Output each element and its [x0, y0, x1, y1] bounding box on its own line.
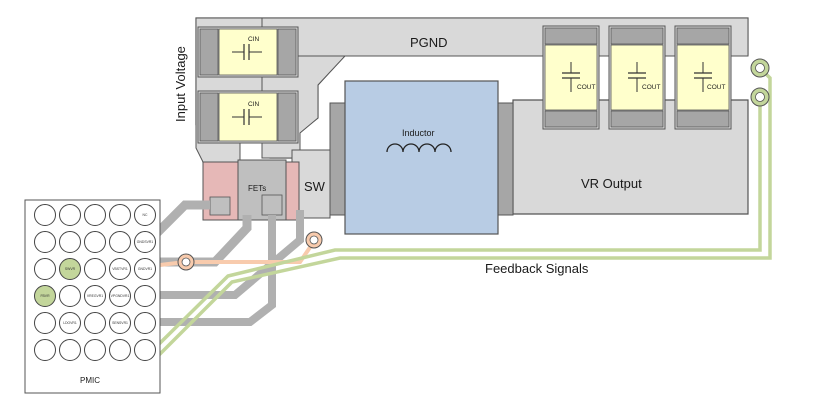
inductor: Inductor [329, 80, 514, 235]
pmic-pin-label: VREGVR1 [87, 294, 103, 298]
pmic-ball [34, 285, 56, 307]
inductor-label: Inductor [402, 128, 435, 138]
pmic-ball [59, 204, 81, 226]
pmic-ball [109, 204, 131, 226]
input-voltage-label: Input Voltage [173, 46, 188, 122]
pmic-ball [84, 231, 106, 253]
pmic-ball [59, 258, 81, 280]
pmic-ball [59, 231, 81, 253]
pmic-pin-label: GNDSVR1 [137, 240, 154, 244]
pmic-ball [134, 339, 156, 361]
pmic-ball [109, 339, 131, 361]
pmic-pin-label: LDOVR1 [63, 321, 77, 325]
pmic-label: PMIC [80, 376, 100, 385]
cin-capacitor-top: CIN [197, 26, 299, 78]
pmic-ball [34, 312, 56, 334]
pmic-ball [84, 204, 106, 226]
pmic-ball [59, 339, 81, 361]
pmic-ball [84, 258, 106, 280]
cout-1-label: COUT [577, 84, 595, 91]
pmic-ball [134, 204, 156, 226]
pmic-ball [134, 258, 156, 280]
cout-3-label: COUT [707, 84, 725, 91]
pgnd-label: PGND [410, 35, 448, 50]
cout-capacitor-3: COUT [674, 25, 732, 130]
pmic-pin-label: NC [143, 213, 148, 217]
pmic-ball [34, 231, 56, 253]
pmic-pin-label: SWVR [65, 267, 76, 271]
pmic-ball [59, 312, 81, 334]
pmic-ball [84, 339, 106, 361]
pmic-ball [34, 339, 56, 361]
feedback-signals-label: Feedback Signals [485, 261, 589, 276]
pmic-pin-label: GNDVR1 [138, 267, 152, 271]
sw-label: SW [304, 179, 326, 194]
pmic-ball [109, 258, 131, 280]
cin-top-label: CIN [248, 36, 260, 43]
pgnd-copper [261, 17, 749, 57]
pmic-ball [34, 258, 56, 280]
pmic-pin-label: VPGNDVR1 [111, 294, 130, 298]
pmic-ball [134, 231, 156, 253]
inductor-coil-icon [386, 143, 452, 153]
pmic-ball [34, 204, 56, 226]
pmic-ball [84, 312, 106, 334]
pmic-ball [84, 285, 106, 307]
cin-capacitor-bottom: CIN [197, 90, 299, 144]
pmic-ball [59, 285, 81, 307]
pmic-pin-label: VBSTVR1 [112, 267, 128, 271]
pmic-pin-label: SENSVR1 [112, 321, 128, 325]
pmic-pin-label: FBVR [40, 294, 50, 298]
cout-2-label: COUT [642, 84, 660, 91]
pmic-ball [134, 312, 156, 334]
cin-bottom-label: CIN [248, 101, 260, 108]
fets-label: FETs [248, 184, 266, 193]
pmic-ball [134, 285, 156, 307]
cout-capacitor-1: COUT [542, 25, 600, 130]
pmic-ball [109, 231, 131, 253]
fets-package: FETs [202, 159, 300, 221]
vr-output-label: VR Output [581, 176, 642, 191]
pmic-ball [109, 312, 131, 334]
cout-capacitor-2: COUT [608, 25, 666, 130]
pmic-ball [109, 285, 131, 307]
